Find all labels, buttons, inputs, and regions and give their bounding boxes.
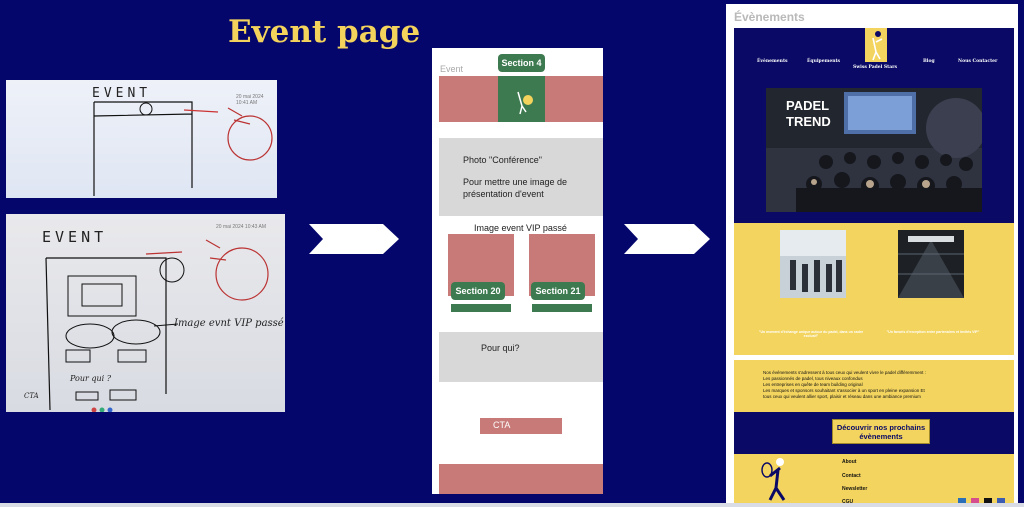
- footer-logo-icon: [761, 458, 786, 501]
- wire-photo-section: [439, 138, 603, 216]
- hero-sign: TREND: [786, 114, 831, 129]
- footer-contact[interactable]: Contact: [842, 473, 861, 479]
- section-20-badge: Section 20: [451, 282, 505, 300]
- chevron-right-icon: [309, 224, 399, 254]
- linkedin-icon[interactable]: [958, 498, 966, 503]
- pour-line: tous ceux qui veulent allier sport, plai…: [763, 394, 921, 399]
- sketch-photo-top: EVENT 20 mai 2024 10:41 AM: [6, 80, 277, 198]
- brand-logo-icon: [865, 28, 887, 62]
- sketch-pour-qui: Pour qui ?: [70, 374, 112, 383]
- wire-photo-desc: Pour mettre une image de présentation d'…: [463, 177, 568, 199]
- wire-caption-bar-right: [532, 304, 592, 312]
- pour-line: Les marques et sponsors souhaitant s'ass…: [763, 388, 925, 393]
- footer-about[interactable]: About: [842, 459, 857, 465]
- wire-caption-bar-left: [451, 304, 511, 312]
- instagram-icon[interactable]: [971, 498, 979, 503]
- vip-photo-left: [780, 230, 846, 298]
- footer-cgu[interactable]: CGU: [842, 499, 854, 505]
- pour-line: Les entreprises en quête de team buildin…: [763, 382, 863, 387]
- pour-line: Les passionnés de padel, tous niveaux co…: [763, 376, 863, 381]
- wire-logo-block: [498, 76, 545, 122]
- pour-line: Nos événements s'adressent à tous ceux q…: [763, 370, 926, 375]
- wire-event-label: Event: [440, 64, 464, 74]
- sketch-event-label: EVENT: [92, 86, 152, 101]
- facebook-icon[interactable]: [997, 498, 1005, 503]
- wire-footer-band: [439, 464, 603, 494]
- wire-photo-title: Photo "Conférence": [463, 155, 542, 165]
- sketch-date: 20 mai 2024 10:41 AM: [236, 94, 264, 106]
- chevron-right-icon: [624, 224, 710, 254]
- nav-equipements[interactable]: Équipements: [807, 59, 841, 64]
- caption-right: "Un favoris d'exception entre partenaire…: [886, 330, 980, 334]
- nav-contact[interactable]: Nous Contacter: [958, 59, 998, 64]
- final-page-panel: Évènements Évènements Équipements Blog N…: [726, 4, 1018, 505]
- sketch-event-label: EVENT: [42, 228, 108, 246]
- page-title: Event page: [228, 14, 421, 50]
- sketch-date: 20 mai 2024 10:43 AM: [216, 224, 267, 230]
- wireframe-panel: Event Section 4 Photo "Conférence" Pour …: [432, 48, 603, 494]
- final-page-title: Évènements: [734, 10, 805, 24]
- pour-qui-section: [734, 360, 1014, 412]
- sketch-drawing: [45, 239, 269, 412]
- section-4-badge: Section 4: [498, 54, 545, 72]
- wire-cta-label: CTA: [493, 420, 511, 430]
- sketch-drawing: [93, 101, 273, 196]
- sketch-cta: CTA: [24, 392, 39, 400]
- wire-vip-title: Image event VIP passé: [474, 223, 567, 233]
- vip-photo-right: [898, 230, 964, 298]
- hero-sign: PADEL: [786, 98, 829, 113]
- sketch-photo-bottom: EVENT 20 mai 2024 10:43 AM Image evnt VI…: [6, 214, 285, 412]
- sketch-vip-note: Image evnt VIP passé: [174, 318, 284, 329]
- footer-newsletter[interactable]: Newsletter: [842, 486, 868, 492]
- conference-photo: PADEL TREND: [766, 88, 982, 212]
- wire-pour-qui-section: [439, 332, 603, 382]
- nav-evenements[interactable]: Évènements: [757, 59, 788, 64]
- discover-events-button[interactable]: Découvrir nos prochains évènements: [832, 419, 930, 444]
- brand-name: Swiss Padel Stars: [853, 65, 898, 70]
- pour-qui-text: Nos événements s'adressent à tous ceux q…: [763, 370, 983, 400]
- section-21-badge: Section 21: [531, 282, 585, 300]
- wire-cta-button[interactable]: [480, 418, 562, 434]
- bottom-strip: [0, 503, 1024, 507]
- wire-pour-qui: Pour qui?: [481, 343, 520, 353]
- tennis-player-icon: [517, 91, 533, 115]
- nav-blog[interactable]: Blog: [923, 59, 935, 64]
- tiktok-icon[interactable]: [984, 498, 992, 503]
- caption-left: "Un moment d'échange unique autour du pa…: [758, 330, 864, 338]
